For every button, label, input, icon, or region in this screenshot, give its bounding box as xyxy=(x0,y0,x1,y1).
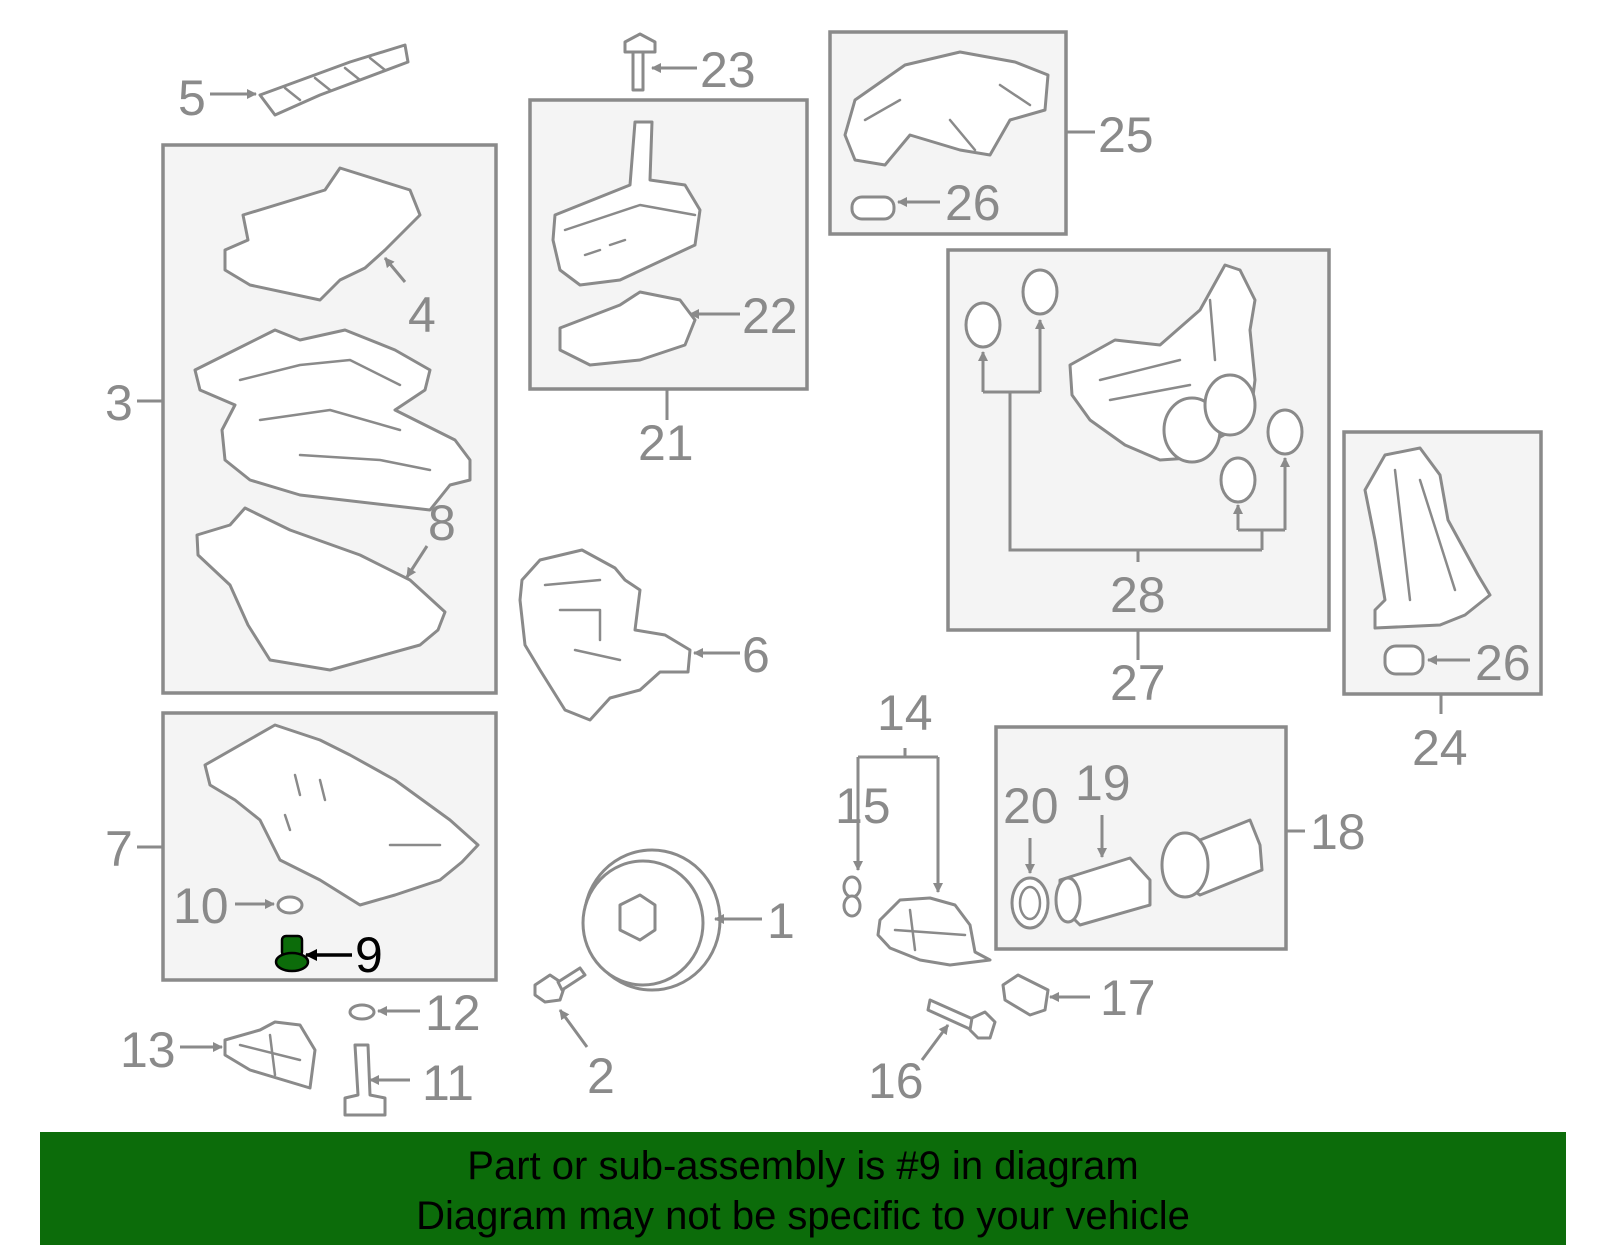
callout-7: 7 xyxy=(105,821,133,877)
part-3-oil-pan xyxy=(193,328,472,512)
part-26-gasket-right xyxy=(1383,644,1425,676)
o-ring-4 xyxy=(1266,408,1304,456)
part-12-washer xyxy=(348,1003,376,1021)
part-7-oil-pan-lower xyxy=(203,723,480,907)
part-4-gasket xyxy=(223,166,422,302)
part-15-washer-a xyxy=(842,875,862,899)
callout-12: 12 xyxy=(425,985,481,1041)
callout-10: 10 xyxy=(173,878,229,934)
callout-5: 5 xyxy=(178,70,206,126)
part-25-intake-duct xyxy=(843,50,1050,167)
part-6-cover xyxy=(518,548,692,722)
part-2-bolt xyxy=(533,966,587,1004)
callout-20: 20 xyxy=(1003,778,1059,834)
callout-1: 1 xyxy=(767,893,795,949)
callout-4: 4 xyxy=(408,287,436,343)
callout-21: 21 xyxy=(638,415,694,471)
o-ring-1 xyxy=(964,301,1002,349)
part-13-bracket xyxy=(223,1020,317,1090)
callout-14: 14 xyxy=(877,685,933,741)
o-ring-2 xyxy=(1021,268,1059,316)
part-9-drain-plug xyxy=(274,934,310,973)
o-ring-3 xyxy=(1219,456,1257,504)
part-1-pulley xyxy=(581,848,722,992)
callout-25: 25 xyxy=(1098,107,1154,163)
banner-line-2: Diagram may not be specific to your vehi… xyxy=(416,1194,1190,1238)
callout-9: 9 xyxy=(355,927,383,983)
callout-26-right: 26 xyxy=(1475,635,1531,691)
part-22-gasket xyxy=(558,290,697,367)
callout-13: 13 xyxy=(120,1022,176,1078)
callout-26-top: 26 xyxy=(945,175,1001,231)
callout-17: 17 xyxy=(1100,970,1156,1026)
callout-19: 19 xyxy=(1075,755,1131,811)
part-26-gasket-top xyxy=(850,195,896,221)
part-18-filter-housing xyxy=(1160,818,1264,899)
part-23-bolt xyxy=(623,32,657,92)
part-14-housing xyxy=(876,896,992,967)
callout-28: 28 xyxy=(1110,567,1166,623)
callout-23: 23 xyxy=(700,42,756,98)
part-16-bolt xyxy=(926,998,997,1040)
part-19-filter-element xyxy=(1054,856,1152,927)
info-banner: Part or sub-assembly is #9 in diagram Di… xyxy=(40,1132,1566,1245)
callout-8: 8 xyxy=(428,495,456,551)
callout-22: 22 xyxy=(742,288,798,344)
callout-6: 6 xyxy=(742,627,770,683)
part-5-gasket-set xyxy=(258,43,410,117)
callout-15: 15 xyxy=(835,778,891,834)
part-20-o-ring xyxy=(1010,876,1050,930)
part-10-washer xyxy=(276,895,304,915)
callout-16: 16 xyxy=(868,1053,924,1109)
part-8-gasket xyxy=(195,506,447,672)
callout-27: 27 xyxy=(1110,655,1166,711)
callout-24: 24 xyxy=(1412,720,1468,776)
callout-2: 2 xyxy=(587,1048,615,1104)
callout-3: 3 xyxy=(105,375,133,431)
banner-line-1: Part or sub-assembly is #9 in diagram xyxy=(467,1144,1139,1188)
callout-18: 18 xyxy=(1310,804,1366,860)
part-17-sensor xyxy=(1001,973,1050,1017)
part-21-oil-cooler xyxy=(551,120,702,287)
part-24-duct xyxy=(1363,446,1492,630)
part-11-dipstick-tube xyxy=(343,1043,387,1117)
part-15-washer-b xyxy=(842,894,862,918)
callout-11: 11 xyxy=(422,1055,474,1111)
part-27-housing xyxy=(1068,263,1257,464)
